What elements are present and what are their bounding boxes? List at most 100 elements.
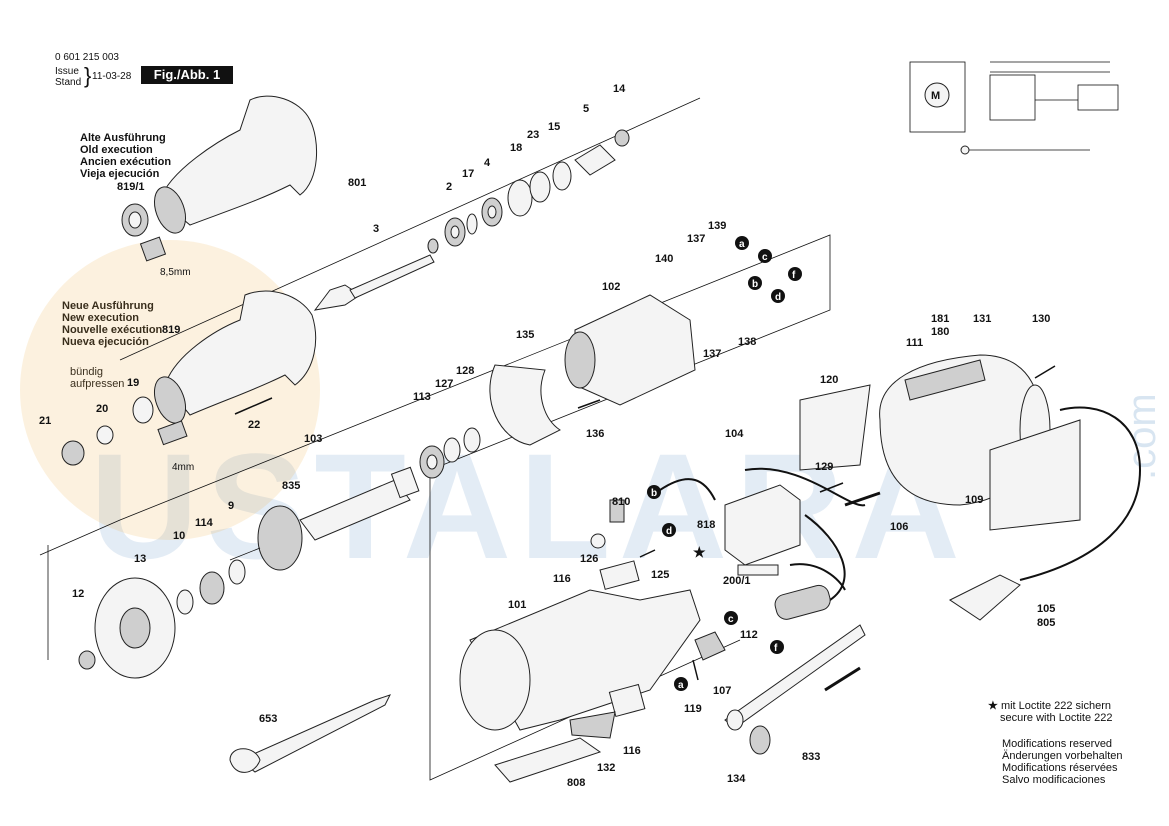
part-label: 19 xyxy=(127,377,139,389)
wire-marker: c xyxy=(758,249,772,263)
actuator-833 xyxy=(724,624,866,755)
terminal-200-1 xyxy=(737,564,779,576)
old-version-en: Old execution xyxy=(80,144,153,156)
part-label: 17 xyxy=(462,168,474,180)
stand-label: Stand xyxy=(55,77,82,88)
part-label: 819 xyxy=(162,324,180,336)
plate-120 xyxy=(799,384,871,471)
part-label: 128 xyxy=(456,365,474,377)
part-label: 136 xyxy=(586,428,604,440)
wire-marker: d xyxy=(771,289,785,303)
svg-text:d: d xyxy=(666,526,672,537)
part-label: 808 xyxy=(567,777,585,789)
old-version-block: Alte Ausführung Old execution Ancien exé… xyxy=(80,132,171,180)
mod-en: Modifications reserved xyxy=(1002,738,1113,750)
wire-marker: f xyxy=(788,267,802,281)
part-label: 9 xyxy=(228,500,234,512)
part-label: 101 xyxy=(508,599,526,611)
suppressor-112 xyxy=(774,584,831,620)
dim-old: 8,5mm xyxy=(160,267,191,278)
part-label: 127 xyxy=(435,378,453,390)
cable-106 xyxy=(844,491,881,507)
press-note-1: bündig xyxy=(70,366,124,378)
part-label: 810 xyxy=(612,496,630,508)
part-label: 130 xyxy=(1032,313,1050,325)
part-label: 15 xyxy=(548,121,560,133)
screw-130 xyxy=(1034,365,1056,379)
part-label: 102 xyxy=(602,281,620,293)
frame-line xyxy=(119,97,701,361)
part-label: 107 xyxy=(713,685,731,697)
clamp-116-b xyxy=(608,683,646,718)
part-label: 13 xyxy=(134,553,146,565)
part-label: 126 xyxy=(580,553,598,565)
spindle-3 xyxy=(313,238,439,311)
part-label: 135 xyxy=(516,329,534,341)
mod-es: Salvo modificaciones xyxy=(1002,774,1106,786)
collet-20 xyxy=(96,425,114,445)
wire-marker: b xyxy=(748,276,762,290)
part-label: 10 xyxy=(173,530,185,542)
armature-103 xyxy=(229,466,420,571)
spring-126 xyxy=(590,533,606,549)
wire-marker: f xyxy=(770,640,784,654)
part-label: 105 xyxy=(1037,603,1055,615)
part-label: 801 xyxy=(348,177,366,189)
part-label: 119 xyxy=(684,703,702,715)
new-version-en: New execution xyxy=(62,312,162,324)
part-label: 125 xyxy=(651,569,669,581)
issue-date: 11-03-28 xyxy=(92,71,132,82)
mod-fr: Modifications réservées xyxy=(1002,762,1118,774)
svg-text:f: f xyxy=(774,643,778,654)
modifications-note: Modifications reserved Änderungen vorbeh… xyxy=(1002,738,1122,786)
label-111 xyxy=(904,359,986,401)
screw-119 xyxy=(692,659,699,681)
figure-label: Fig./Abb. 1 xyxy=(141,66,233,84)
part-label: 2 xyxy=(446,181,452,193)
part-label: 3 xyxy=(373,223,379,235)
part-label: 4 xyxy=(484,157,491,169)
wire-104 xyxy=(744,467,866,507)
bearing-114 xyxy=(199,571,225,605)
loctite-note: ★ mit Loctite 222 sichern secure with Lo… xyxy=(988,700,1113,724)
wire-set xyxy=(789,514,846,601)
ring-23 xyxy=(529,171,551,203)
wire-marker: d xyxy=(662,523,676,537)
part-label: 819/1 xyxy=(117,181,145,193)
ring-127 xyxy=(443,437,461,463)
wire-marker: b xyxy=(647,485,661,499)
ring-17 xyxy=(466,213,478,235)
part-label: 109 xyxy=(965,494,983,506)
part-label: 140 xyxy=(655,253,673,265)
part-label: 103 xyxy=(304,433,322,445)
bearing-113 xyxy=(419,445,445,479)
old-version-fr: Ancien exécution xyxy=(80,156,172,168)
svg-text:a: a xyxy=(678,680,684,691)
old-version-es: Vieja ejecución xyxy=(80,168,160,180)
field-102 xyxy=(564,294,696,406)
air-guide-135 xyxy=(489,364,561,446)
part-label: 653 xyxy=(259,713,277,725)
nut-5 xyxy=(574,144,616,176)
dim-new: 4mm xyxy=(172,462,194,473)
nut-819-1 xyxy=(121,203,149,237)
plate-132 xyxy=(569,711,616,739)
frame-line xyxy=(39,234,831,560)
ground-icon xyxy=(960,145,970,155)
part-label: 104 xyxy=(725,428,744,440)
circlip-9 xyxy=(228,559,246,585)
wire-138 xyxy=(659,478,716,501)
svg-text:c: c xyxy=(728,614,734,625)
bearing-2 xyxy=(444,217,466,247)
brush-holder-810 xyxy=(609,499,625,523)
collet-new xyxy=(157,420,188,446)
part-label: 129 xyxy=(815,461,833,473)
nut-21 xyxy=(61,440,85,466)
motor-symbol-M: M xyxy=(931,90,940,102)
svg-text:d: d xyxy=(775,292,781,303)
gear-housing-new xyxy=(153,290,317,424)
part-label: 180 xyxy=(931,326,949,338)
part-label: 818 xyxy=(697,519,715,531)
